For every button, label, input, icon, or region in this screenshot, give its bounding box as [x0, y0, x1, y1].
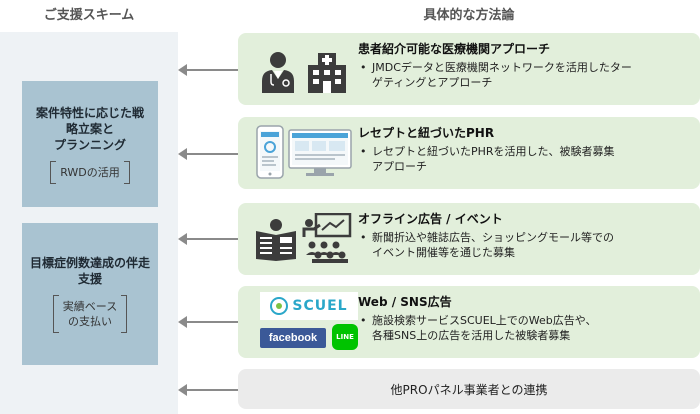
scheme-sub-line: 実績ベース [62, 300, 118, 313]
method-title: オフライン広告 / イベント [358, 212, 503, 226]
line-logo-text: LINE [336, 333, 354, 341]
scuel-emblem-icon [270, 297, 289, 315]
schemes-header: ご支援スキーム [43, 7, 135, 23]
bullet-line: レセプトと紐づいたPHRを活用した、被験者募集 [372, 145, 615, 158]
scuel-logo-text: SCUEL [292, 298, 348, 314]
newspaper-reader-icon [256, 219, 296, 261]
scheme-title-line: 支援 [77, 272, 102, 286]
bullet-line: 各種SNS上の広告を活用した被験者募集 [372, 329, 571, 342]
bullet-line: ゲティングとアプローチ [372, 76, 493, 89]
method-medical-institutions: 患者紹介可能な医療機関アプローチ • JMDCデータと医療機関ネットワークを活用… [238, 33, 700, 105]
scheme-sub-line: RWDの活用 [60, 165, 120, 179]
method-logos: SCUEL facebook LINE [250, 286, 358, 358]
method-bullet: • JMDCデータと医療機関ネットワークを活用したター ゲティングとアプローチ [358, 60, 692, 90]
facebook-logo: facebook [260, 328, 326, 348]
desktop-app-icon [288, 129, 352, 176]
scheme-strategy-sub: RWDの活用 [50, 160, 130, 184]
smartphone-app-icon [256, 125, 284, 179]
method-offline-ads: オフライン広告 / イベント • 新聞折込や雑誌広告、ショッピングモール等での … [238, 203, 700, 275]
methods-header: 具体的な方法論 [423, 7, 515, 23]
method-bullet: • 新聞折込や雑誌広告、ショッピングモール等での イベント開催等を通じた募集 [358, 230, 692, 260]
arrow-left-icon [178, 384, 238, 396]
bullet-line: 施設検索サービスSCUEL上でのWeb広告や、 [372, 314, 597, 327]
scheme-title-line: 略立案と [65, 121, 114, 136]
arrow-left-icon [178, 148, 238, 160]
line-logo: LINE [332, 324, 358, 350]
arrow-left-icon [178, 64, 238, 76]
doctor-icon [262, 52, 294, 93]
hospital-icon [308, 53, 346, 93]
bullet-line: アプローチ [372, 160, 427, 173]
method-title: レセプトと紐づいたPHR [358, 126, 495, 140]
bullet-dot: • [360, 231, 367, 244]
partner-method-label: 他PROパネル事業者との連携 [390, 382, 548, 397]
scheme-strategy-box: 案件特性に応じた戦 略立案と プランニング RWDの活用 [22, 81, 158, 207]
bullet-line: イベント開催等を通じた募集 [372, 246, 515, 259]
method-title: Web / SNS広告 [358, 295, 452, 309]
method-phr: レセプトと紐づいたPHR • レセプトと紐づいたPHRを活用した、被験者募集 ア… [238, 117, 700, 189]
presentation-audience-icon [302, 213, 352, 263]
scheme-support-box: 目標症例数達成の伴走 支援 実績ベース の支払い [22, 223, 158, 365]
method-bullet: • レセプトと紐づいたPHRを活用した、被験者募集 アプローチ [358, 144, 692, 174]
bullet-dot: • [360, 314, 367, 327]
arrow-left-icon [178, 316, 238, 328]
method-bullet: • 施設検索サービスSCUEL上でのWeb広告や、 各種SNS上の広告を活用した… [358, 313, 692, 343]
scuel-logo: SCUEL [260, 292, 358, 320]
scheme-strategy-title: 案件特性に応じた戦 略立案と プランニング [36, 105, 144, 153]
bullet-dot: • [360, 145, 367, 158]
scheme-title-line: 案件特性に応じた戦 [35, 105, 144, 120]
bullet-line: 新聞折込や雑誌広告、ショッピングモール等での [372, 231, 614, 244]
method-partner-panels: 他PROパネル事業者との連携 [238, 369, 700, 409]
scheme-support-sub: 実績ベース の支払い [52, 295, 128, 333]
arrow-left-icon [178, 233, 238, 245]
method-icons [250, 203, 354, 275]
method-title: 患者紹介可能な医療機関アプローチ [358, 42, 551, 56]
method-icons [250, 117, 354, 189]
scheme-title-line: プランニング [53, 137, 126, 152]
method-icons [250, 33, 354, 105]
scheme-sub-line: の支払い [67, 315, 112, 328]
bullet-line: JMDCデータと医療機関ネットワークを活用したター [372, 61, 632, 74]
bullet-dot: • [360, 61, 367, 74]
scheme-support-title: 目標症例数達成の伴走 支援 [30, 255, 150, 287]
facebook-logo-text: facebook [268, 332, 318, 344]
method-web-sns-ads: SCUEL facebook LINE Web / SNS広告 • 施設検索サー… [238, 286, 700, 358]
scheme-title-line: 目標症例数達成の伴走 [29, 256, 150, 270]
